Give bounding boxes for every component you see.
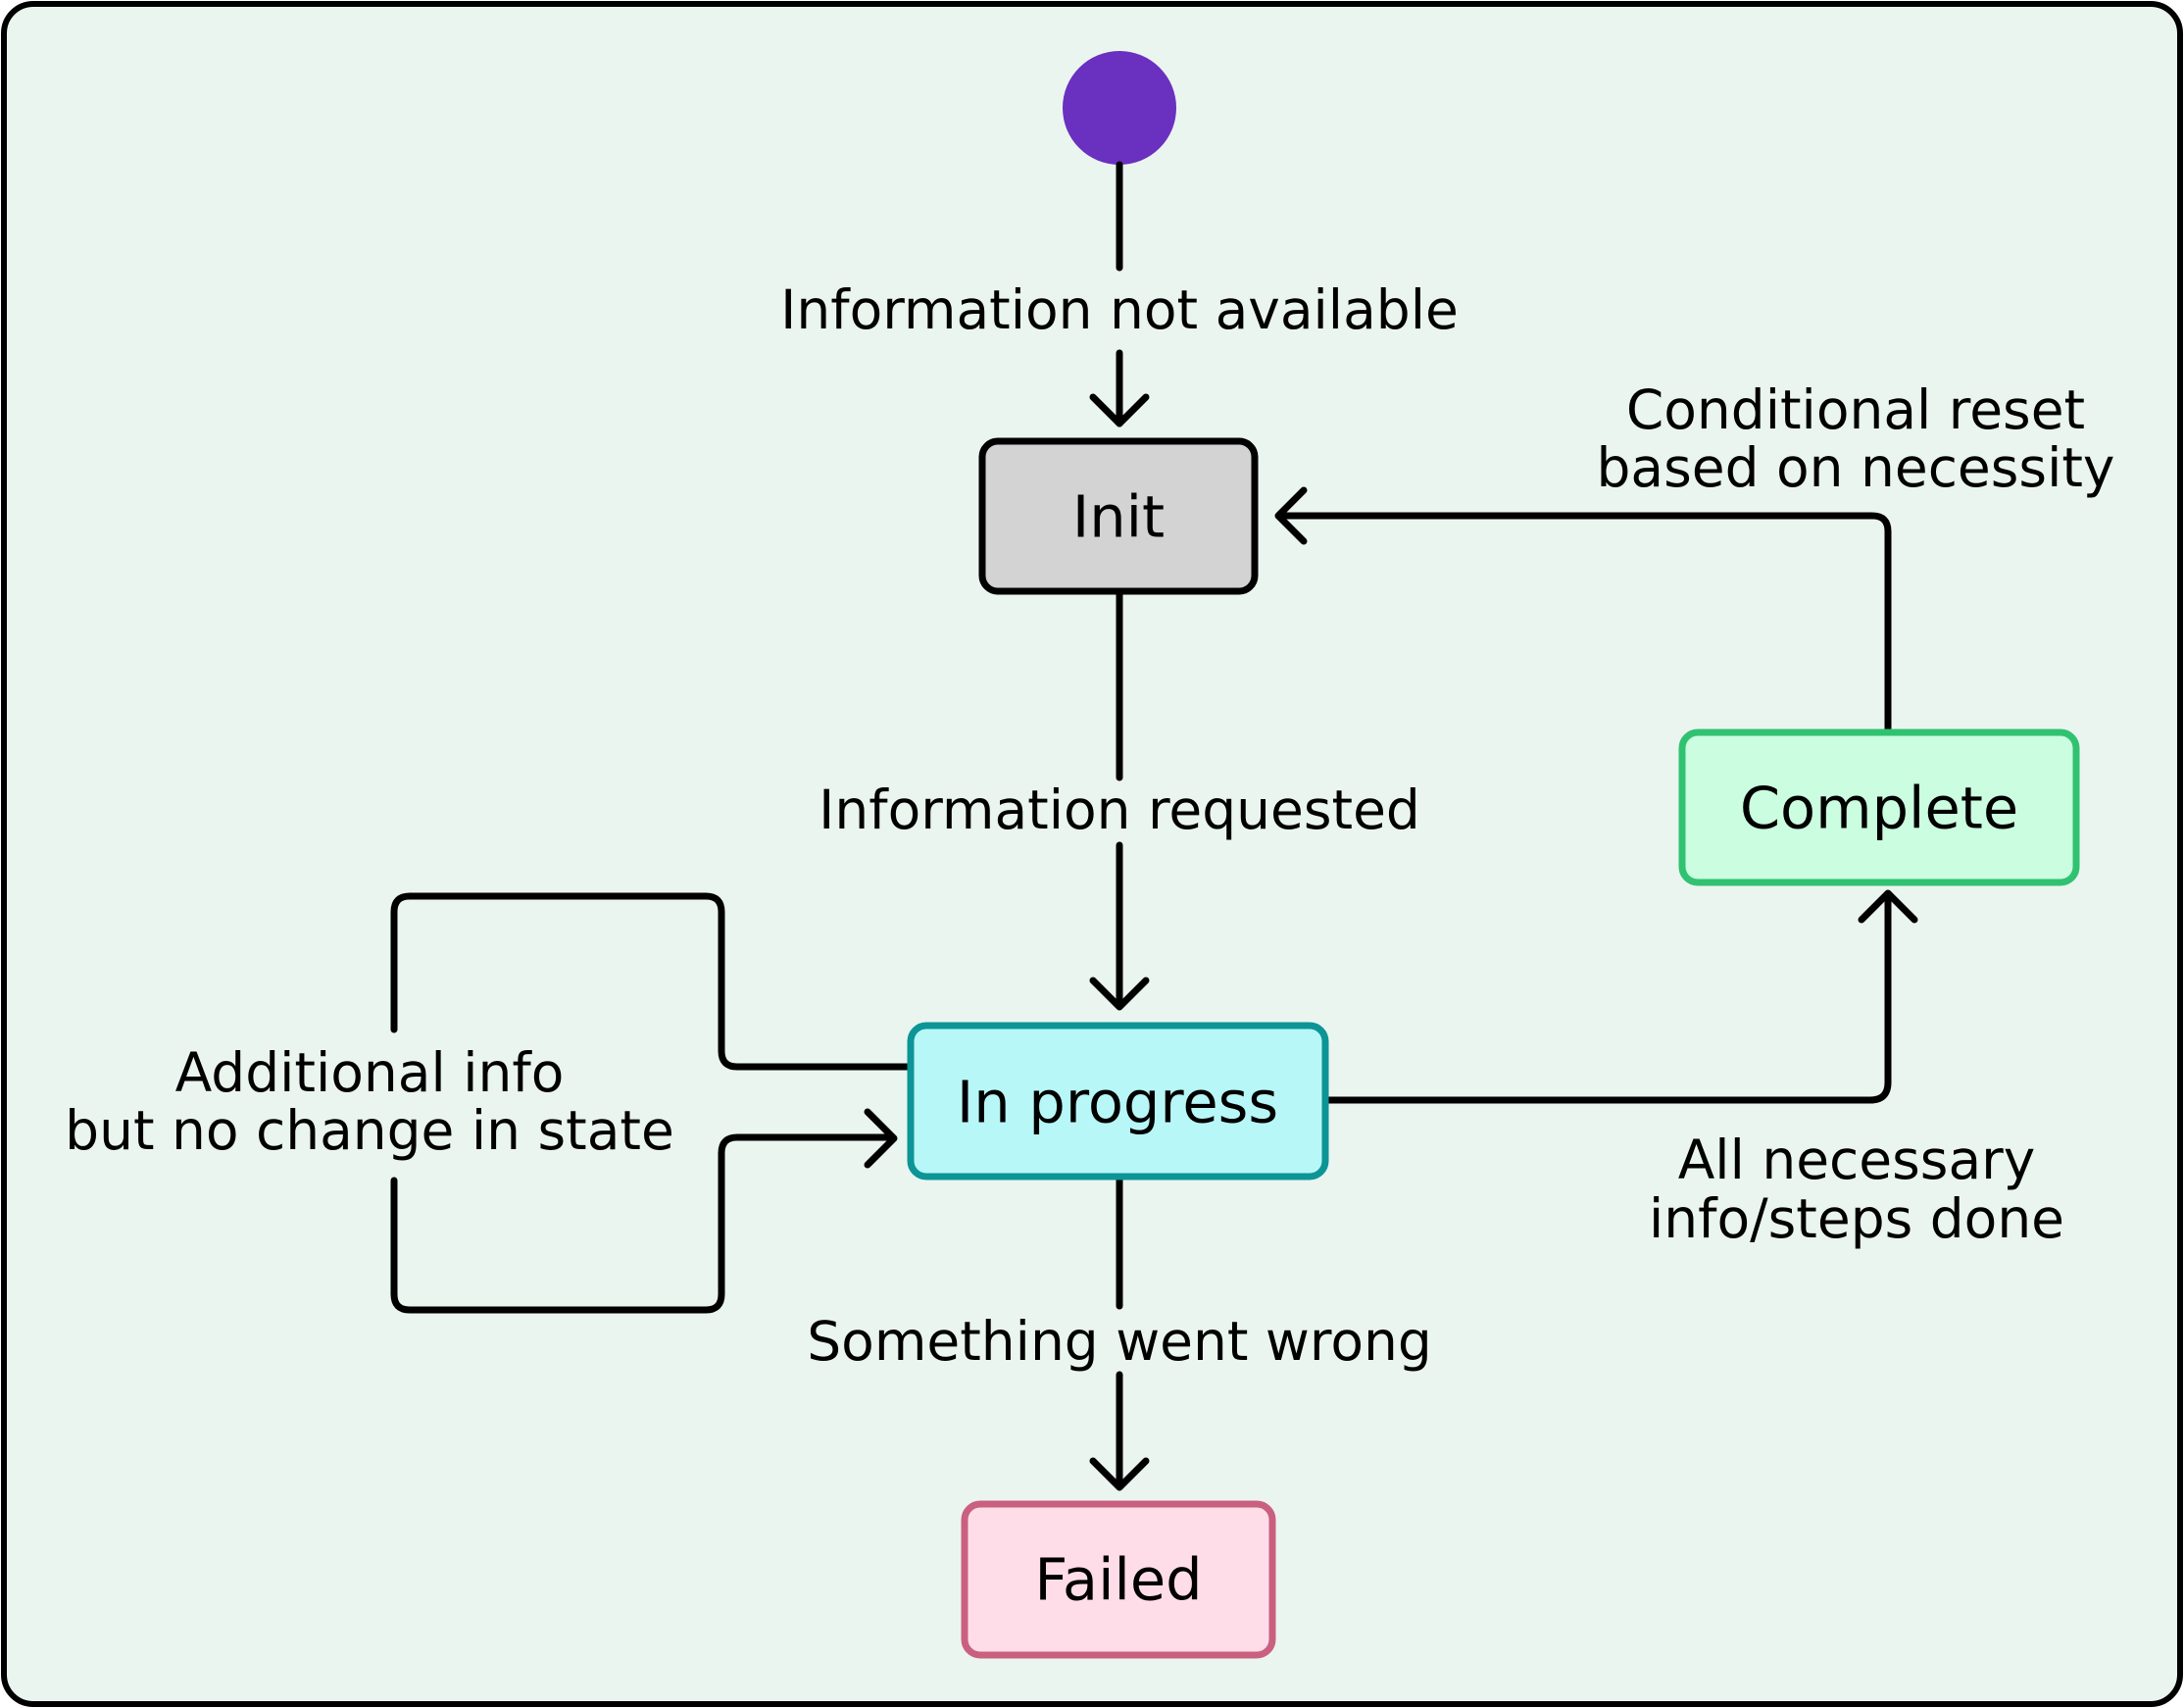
state-init-label: Init — [1072, 483, 1165, 551]
label-additional-info-line-1: Additional info — [175, 1041, 565, 1104]
label-information-requested: Information requested — [819, 779, 1420, 841]
state-init: Init — [978, 437, 1259, 595]
arrowhead-into-failed — [1089, 1457, 1150, 1491]
state-failed: Failed — [961, 1500, 1276, 1659]
arrowhead-into-complete — [1858, 889, 1918, 924]
label-additional-info-line-2: but no change in state — [65, 1099, 674, 1162]
edge-in-progress-to-complete — [1324, 890, 1892, 1104]
edge-complete-to-init — [1276, 512, 1892, 733]
arrowhead-into-in-progress — [1089, 977, 1150, 1011]
edge-self-loop-out — [390, 892, 912, 1071]
edge-self-loop-in — [390, 1133, 896, 1314]
label-all-necessary-line-2: info/steps done — [1649, 1187, 2064, 1250]
state-in-progress: In progress — [907, 1022, 1329, 1181]
label-all-necessary-line-1: All necessary — [1678, 1129, 2036, 1191]
arrowhead-reset-into-init — [1274, 486, 1308, 545]
label-something-went-wrong: Something went wrong — [807, 1310, 1431, 1373]
label-information-not-available: Information not available — [780, 278, 1459, 341]
label-conditional-reset-line-1: Conditional reset — [1626, 378, 2085, 441]
state-in-progress-label: In progress — [957, 1069, 1278, 1136]
state-complete-label: Complete — [1740, 775, 2018, 842]
arrowhead-self-loop — [864, 1108, 898, 1169]
state-complete: Complete — [1678, 728, 2080, 886]
state-failed-label: Failed — [1034, 1546, 1202, 1614]
arrowhead-into-init — [1089, 393, 1150, 427]
label-conditional-reset-line-2: based on necessity — [1597, 436, 2115, 499]
initial-state-dot — [1063, 51, 1176, 165]
